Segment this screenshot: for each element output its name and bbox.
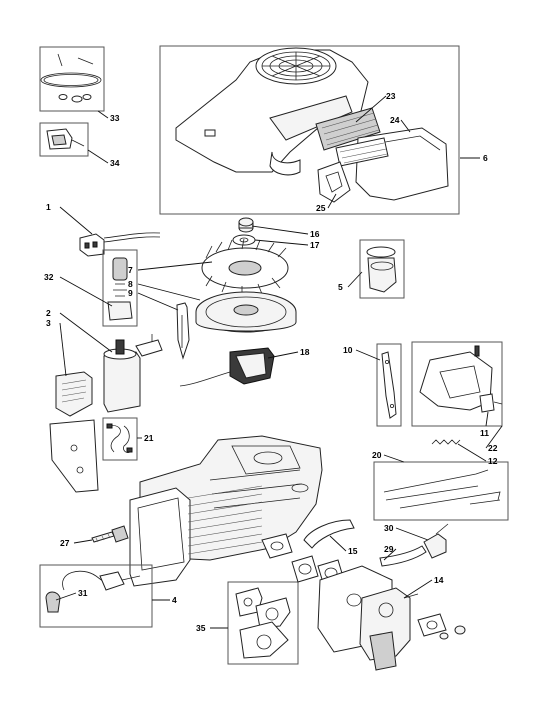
label-11: 11 [480, 428, 489, 438]
part-5-intake-elbow[interactable] [359, 239, 405, 299]
part-23-filter-element[interactable] [315, 107, 381, 151]
label-25: 25 [316, 203, 326, 213]
part-29-fuel-hose[interactable] [379, 545, 427, 567]
part-9-key[interactable] [176, 302, 190, 360]
label-12: 12 [488, 456, 498, 466]
label-9: 9 [128, 288, 133, 298]
part-32-starter-solenoid-kit[interactable] [102, 249, 138, 327]
label-29: 29 [384, 544, 394, 554]
part-14-carburetor[interactable] [359, 587, 419, 671]
label-32: 32 [44, 272, 54, 282]
label-24: 24 [390, 115, 400, 125]
label-17: 17 [310, 240, 320, 250]
label-35: 35 [196, 623, 206, 633]
leader-lines [55, 95, 503, 629]
part-33-gasket-kit[interactable] [39, 46, 105, 112]
label-23: 23 [386, 91, 396, 101]
label-34: 34 [110, 158, 120, 168]
engine-cover-plate[interactable] [49, 419, 99, 493]
label-3: 3 [46, 318, 51, 328]
part-2-starter-motor[interactable] [103, 334, 163, 413]
label-1: 1 [46, 202, 51, 212]
part-25-filter-frame[interactable] [317, 161, 351, 203]
label-31: 31 [78, 588, 88, 598]
part-34-clip-kit[interactable] [39, 122, 89, 157]
part-8-flywheel[interactable] [195, 291, 297, 333]
part-27-spark-plug[interactable] [91, 525, 129, 543]
part-35-gasket-set[interactable] [227, 581, 299, 665]
label-18: 18 [300, 347, 310, 357]
label-10: 10 [343, 345, 353, 355]
label-16: 16 [310, 229, 320, 239]
label-21: 21 [144, 433, 154, 443]
part-18-ignition-coil[interactable] [179, 347, 275, 387]
label-4: 4 [172, 595, 177, 605]
label-15: 15 [348, 546, 358, 556]
part-24-filter-cover[interactable] [335, 127, 449, 201]
part-16-nut[interactable] [238, 217, 254, 233]
part-4-spark-plug-cap-kit[interactable] [39, 564, 153, 628]
label-33: 33 [110, 113, 120, 123]
label-8: 8 [128, 279, 133, 289]
part-15-breather-hose[interactable] [303, 519, 355, 549]
label-20: 20 [372, 450, 382, 460]
label-7: 7 [128, 265, 133, 275]
part-22-control-bracket[interactable] [411, 341, 503, 427]
label-2: 2 [46, 308, 51, 318]
part-12-governor-spring[interactable] [431, 439, 461, 445]
intake-gaskets[interactable] [261, 533, 345, 587]
part-1-wire-connector[interactable] [79, 232, 161, 257]
label-14: 14 [434, 575, 444, 585]
label-30: 30 [384, 523, 394, 533]
label-27: 27 [60, 538, 70, 548]
part-6-blower-housing[interactable] [159, 45, 460, 215]
part-30-fuel-fitting[interactable] [423, 523, 449, 559]
part-21-wire-kit[interactable] [102, 417, 138, 461]
part-3-starter-bracket[interactable] [55, 371, 93, 417]
cylinder-head[interactable] [129, 485, 263, 587]
part-20-control-rods[interactable] [373, 461, 509, 521]
part-7-fan[interactable] [201, 238, 289, 296]
carburetor-gasket-and-nuts[interactable] [417, 613, 466, 640]
part-10-governor-arm[interactable] [376, 343, 402, 427]
label-5: 5 [338, 282, 343, 292]
part-labels: 1 2 3 4 5 6 7 8 9 10 11 12 14 15 16 17 1… [44, 91, 498, 633]
label-6: 6 [483, 153, 488, 163]
part-11-bracket-screw[interactable] [479, 393, 503, 413]
label-22: 22 [488, 443, 498, 453]
